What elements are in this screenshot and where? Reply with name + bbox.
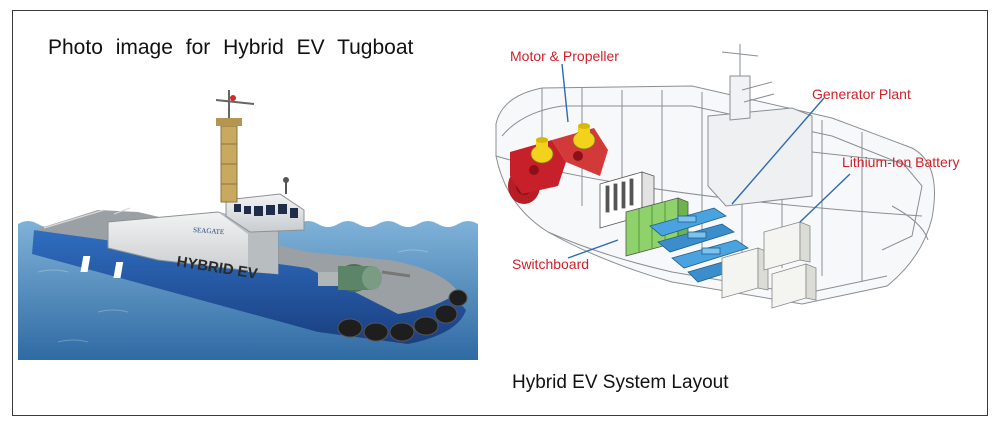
brand-label: SEAGATE	[193, 226, 225, 236]
winch	[318, 264, 411, 292]
layout-title: Hybrid EV System Layout	[512, 372, 729, 393]
hull-wireframe	[495, 44, 935, 309]
motor-propeller	[508, 123, 608, 204]
lithium-ion-battery-label: Lithium-Ion Battery	[842, 154, 960, 170]
photo-title: Photo image for Hybrid EV Tugboat	[48, 36, 414, 59]
switchboard-label: Switchboard	[512, 256, 590, 272]
tire-fenders	[337, 289, 468, 342]
motor-propeller-label: Motor & Propeller	[510, 48, 619, 64]
hull-outline	[495, 85, 935, 305]
tugboat-photo: HYBRID EV SEAGATE	[18, 90, 478, 360]
wheelhouse	[225, 193, 305, 233]
generator-plant	[649, 207, 755, 283]
mast	[215, 90, 289, 203]
battery-racks	[721, 221, 817, 309]
generator-plant-label: Generator Plant	[812, 86, 911, 102]
hull	[32, 230, 466, 344]
